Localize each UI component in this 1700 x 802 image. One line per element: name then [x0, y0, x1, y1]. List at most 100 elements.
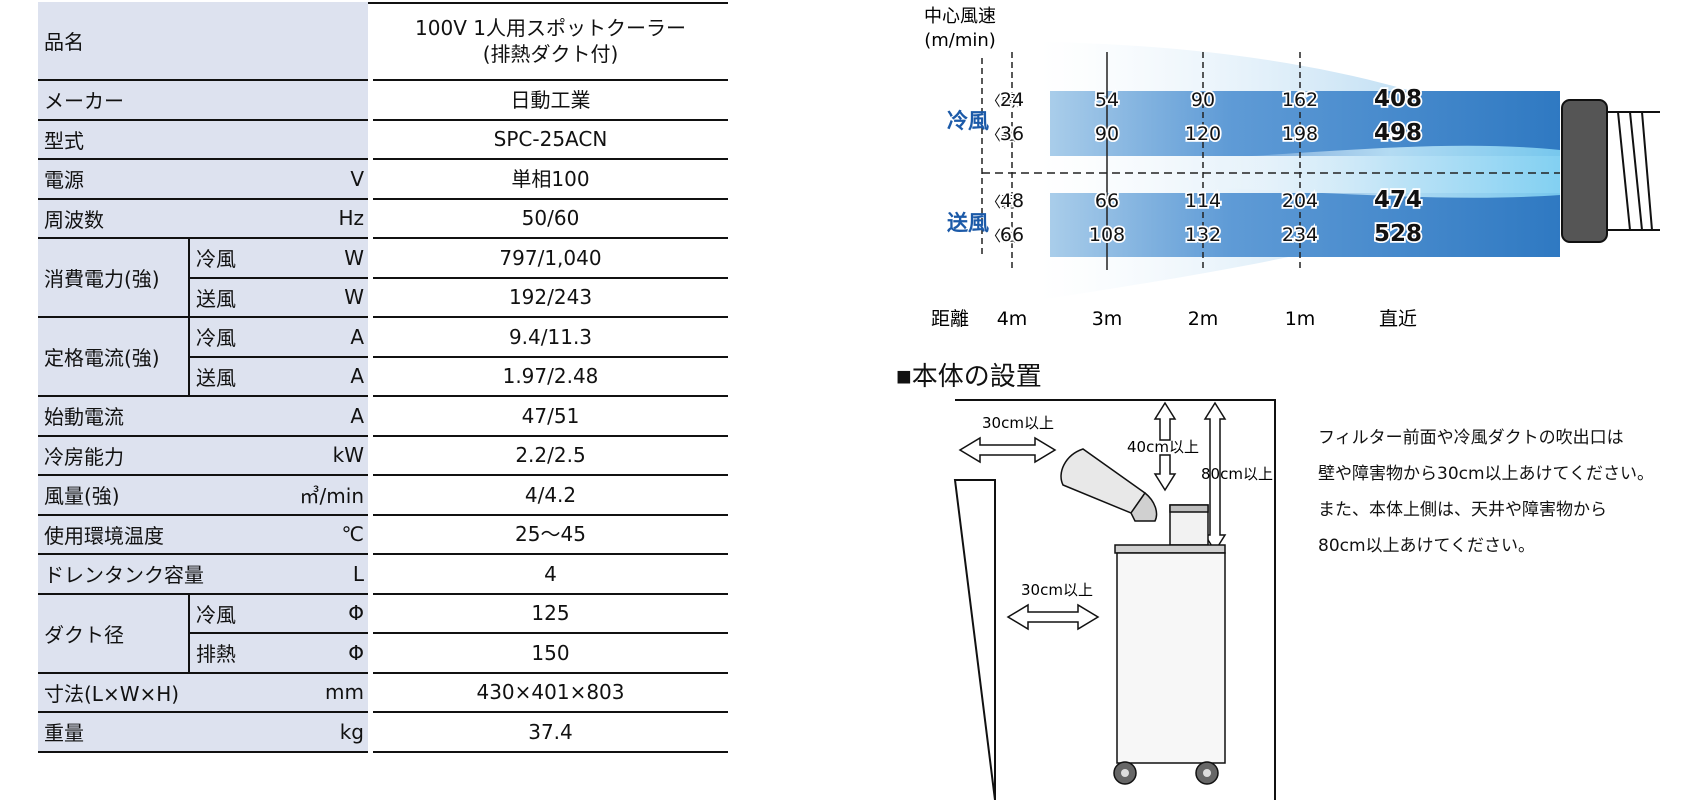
installation-title: ■本体の設置 [896, 361, 1042, 391]
axis-title-line2: (m/min) [924, 30, 996, 51]
label-cell: 始動電流 A [38, 397, 368, 437]
row-label: 重量 [44, 721, 84, 746]
value-text: 192/243 [509, 284, 592, 310]
unit-label: Φ [348, 601, 364, 626]
level-label: 〈強〉 [986, 227, 1031, 245]
row-label: 周波数 [44, 207, 104, 232]
unit-label: A [350, 364, 364, 389]
duct-outlet-icon [1561, 99, 1660, 243]
unit-label: A [350, 403, 364, 428]
wall-outline [953, 399, 1276, 800]
value-cell: 150 [373, 634, 728, 674]
table-row: 品名 100V 1人用スポットクーラー(排熱ダクト付) [38, 2, 728, 81]
distance-grid-lines [1011, 52, 1301, 270]
group-label: ダクト径 [38, 594, 190, 674]
unit-label: L [352, 561, 364, 586]
value-line: 25～45 [515, 522, 586, 547]
value-text: 単相100 [511, 166, 589, 192]
value-text: 2.2/2.5 [515, 442, 585, 468]
table-row: メーカー日動工業 [38, 81, 728, 121]
value-line: 50/60 [521, 206, 580, 231]
wind-value: 54 [1095, 89, 1119, 111]
sub-label: 排熱 [196, 642, 236, 667]
arrow-inner-vertical-icon [1153, 401, 1177, 492]
value-cell: 192/243 [373, 279, 728, 318]
value-line: 47/51 [521, 403, 580, 428]
wind-value: 162 [1282, 89, 1318, 111]
unit-label: ㎥/min [299, 484, 364, 509]
wind-value: 408 [1374, 86, 1422, 112]
row-label: 品名 [44, 30, 84, 54]
wind-value: 234 [1282, 224, 1318, 246]
value-text: 50/60 [522, 205, 580, 231]
row-label: ドレンタンク容量 [44, 563, 204, 588]
unit-label: Φ [348, 640, 364, 665]
wind-value: 528 [1374, 221, 1422, 247]
wind-value: 120 [1185, 123, 1221, 145]
level-label: 〈強〉 [986, 126, 1031, 144]
value-line: SPC-25ACN [493, 127, 608, 152]
value-cell: 125 [373, 595, 728, 634]
row-label: 始動電流 [44, 405, 124, 430]
table-row: 始動電流 A 47/51 [38, 397, 728, 437]
unit-label: mm [325, 680, 364, 705]
wind-value: 132 [1185, 224, 1221, 246]
note-line: また、本体上側は、天井や障害物から [1318, 500, 1607, 520]
value-text: 797/1,040 [499, 245, 601, 271]
value-line: 150 [531, 640, 570, 665]
level-label: 〈弱〉 [986, 193, 1031, 211]
unit-label: Hz [338, 206, 364, 231]
arrow-top-left-icon [958, 436, 1057, 464]
distance-label: 距離 [931, 308, 969, 330]
unit-label: W [344, 285, 364, 310]
wind-value: 48 [1000, 190, 1024, 212]
value-cell: 4 [373, 555, 728, 595]
value-cell: 430×401×803 [373, 674, 728, 713]
value-text: SPC-25ACN [494, 126, 608, 152]
distance-tick: 4m [997, 308, 1028, 330]
distance-tick: 2m [1188, 308, 1219, 330]
note-line: 80cm以上あけてください。 [1318, 536, 1536, 556]
value-line: 日動工業 [510, 87, 591, 112]
wind-value: 90 [1095, 123, 1119, 145]
value-text: 25～45 [515, 521, 586, 547]
clearance-top-left: 30cm以上 [982, 414, 1054, 432]
installation-diagram: 30cm以上 30cm以上 40cm以上 80cm以上 [953, 399, 1276, 800]
value-text: 4/4.2 [525, 482, 576, 508]
value-line: 192/243 [508, 285, 593, 310]
value-text: 4 [544, 561, 557, 587]
wind-value: 90 [1191, 89, 1215, 111]
value-line: 100V 1人用スポットクーラー [415, 15, 686, 40]
table-row: ドレンタンク容量 L 4 [38, 555, 728, 595]
value-text: 47/51 [522, 403, 580, 429]
table-row: 型式 SPC-25ACN [38, 120, 728, 160]
label-cell: 型式 [38, 120, 368, 160]
value-text: 9.4/11.3 [509, 324, 592, 350]
value-cell: 50/60 [373, 200, 728, 239]
value-text: 日動工業 [511, 87, 591, 113]
table-row: 周波数 Hz 50/60 [38, 199, 728, 239]
wind-value: 198 [1282, 123, 1318, 145]
value-line: 2.2/2.5 [515, 443, 586, 468]
value-line: 430×401×803 [476, 680, 625, 705]
value-cell: 9.4/11.3 [373, 318, 728, 358]
value-cell: 100V 1人用スポットクーラー(排熱ダクト付) [373, 2, 728, 81]
group-label: 消費電力(強) [38, 239, 190, 318]
unit-label: V [350, 166, 364, 191]
value-line: 4/4.2 [524, 482, 577, 507]
unit-label: ℃ [341, 522, 364, 547]
note-line: 壁や障害物から30cm以上あけてください。 [1318, 464, 1655, 484]
value-line: 797/1,040 [499, 245, 602, 270]
row-label: 風量(強) [44, 484, 120, 509]
table-row: 風量(強) ㎥/min 4/4.2 [38, 476, 728, 516]
